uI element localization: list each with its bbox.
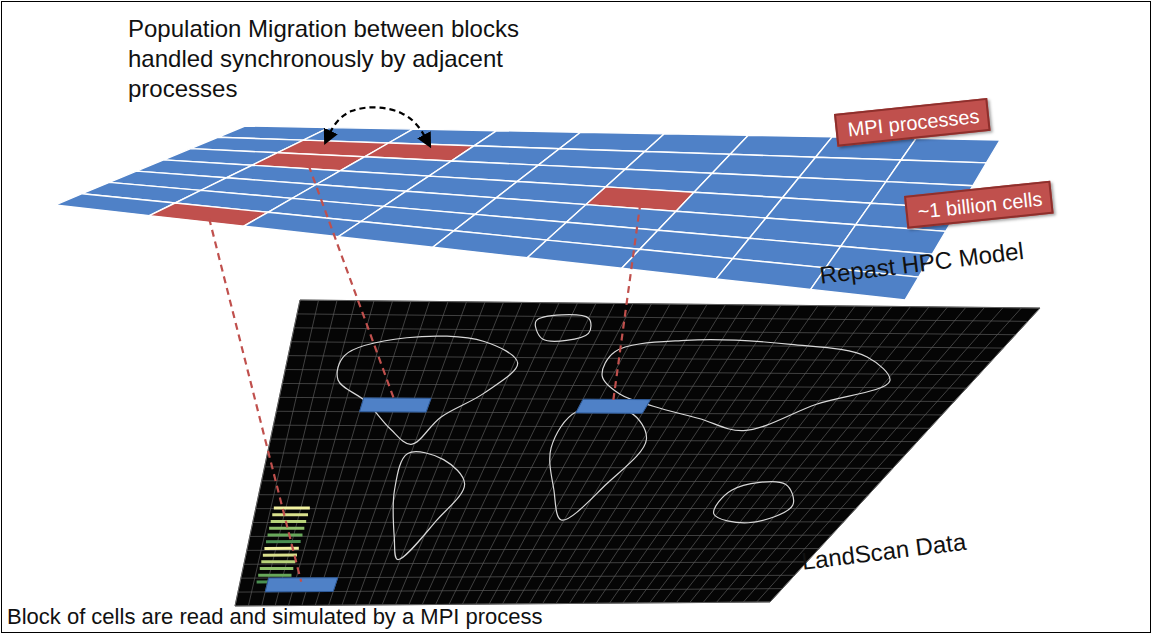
legend-strip <box>257 508 310 582</box>
landscan-plane <box>235 300 1040 606</box>
figure-caption: Block of cells are read and simulated by… <box>7 604 543 630</box>
data-block <box>360 398 432 412</box>
tag-text: MPI processes <box>847 105 981 142</box>
data-block <box>576 399 651 413</box>
tag-text: ~1 billion cells <box>917 188 1044 224</box>
landscan-grid <box>235 300 1040 606</box>
world-map <box>337 315 890 560</box>
migration-arrow <box>326 107 430 145</box>
mapping-lines <box>209 165 640 581</box>
annotation-text: Population Migration between blocks hand… <box>128 14 558 104</box>
